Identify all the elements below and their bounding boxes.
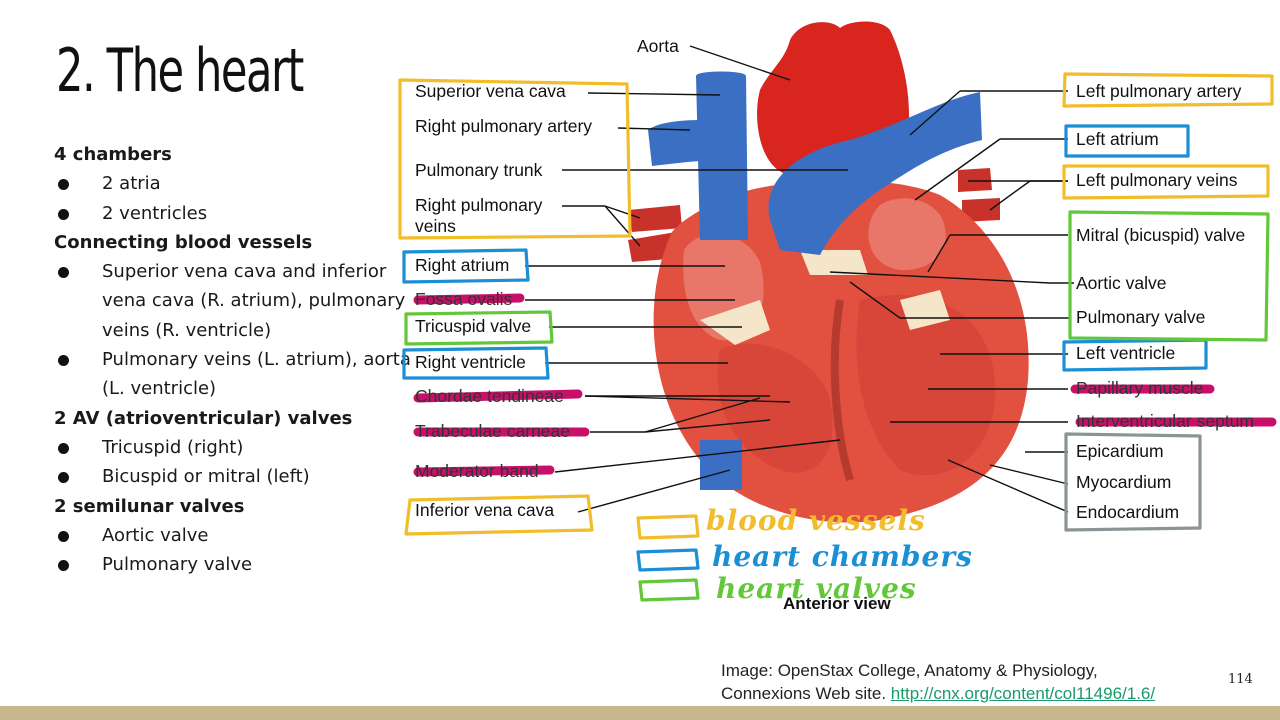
label-left-pulmonary-artery: Left pulmonary artery bbox=[1076, 81, 1242, 101]
label-chordae-tendineae: Chordae tendineae bbox=[415, 386, 564, 406]
strike-moderator bbox=[413, 465, 555, 477]
leader-lines bbox=[525, 45, 1074, 513]
notes-bullet: Superior vena cava and inferior vena cav… bbox=[54, 257, 414, 345]
label-tricuspid-valve: Tricuspid valve bbox=[415, 316, 532, 336]
heart-illustration bbox=[628, 21, 1029, 523]
notes-bullet: Tricuspid (right) bbox=[54, 433, 414, 462]
label-pulmonary-trunk: Pulmonary trunk bbox=[415, 160, 543, 180]
highlight-chamber-la bbox=[1064, 124, 1190, 158]
notes-bullet: Bicuspid or mitral (left) bbox=[54, 462, 414, 491]
credit-link[interactable]: http://cnx.org/content/col11496/1.6/ bbox=[890, 684, 1156, 703]
label-trabeculae-carneae: Trabeculae carneae bbox=[415, 421, 571, 441]
label-moderator-band: Moderator band bbox=[415, 461, 539, 481]
slide-title: 2. The heart bbox=[56, 36, 304, 106]
footer-bar bbox=[0, 706, 1280, 720]
credit-line-2: Connexions Web site. bbox=[721, 684, 887, 703]
label-mitral-valve: Mitral (bicuspid) valve bbox=[1076, 225, 1246, 245]
highlight-vessels-lpa bbox=[1062, 72, 1274, 108]
label-fossa-ovalis: Fossa ovalis bbox=[415, 289, 513, 309]
highlight-vessels-left bbox=[398, 78, 632, 240]
notes-heading: 2 AV (atrioventricular) valves bbox=[54, 407, 353, 429]
view-caption: Anterior view bbox=[783, 594, 891, 613]
label-endocardium: Endocardium bbox=[1076, 502, 1180, 522]
notes-heading: 4 chambers bbox=[54, 144, 172, 165]
label-right-pulmonary-artery: Right pulmonary artery bbox=[415, 116, 593, 136]
credit-line-1: Image: OpenStax College, Anatomy & Physi… bbox=[721, 661, 1098, 680]
highlight-vessels-lpv bbox=[1062, 164, 1270, 200]
label-superior-vena-cava: Superior vena cava bbox=[415, 81, 566, 101]
notes-bullet: 2 atria bbox=[54, 169, 414, 198]
legend-swatch-vessels bbox=[636, 514, 700, 540]
notes-bullet: 2 ventricles bbox=[54, 199, 414, 228]
notes-bullet: Aortic valve bbox=[54, 521, 414, 550]
strike-chordae bbox=[413, 389, 583, 403]
label-aorta: Aorta bbox=[637, 36, 679, 56]
legend-text-blood-vessels: blood vessels bbox=[706, 504, 926, 537]
label-pulmonary-valve: Pulmonary valve bbox=[1076, 307, 1206, 327]
label-papillary-muscle: Papillary muscle bbox=[1076, 378, 1204, 398]
label-right-atrium: Right atrium bbox=[415, 255, 510, 275]
highlight-valve-right bbox=[1068, 210, 1270, 342]
notes-heading: Connecting blood vessels bbox=[54, 231, 313, 253]
legend-text-heart-chambers: heart chambers bbox=[712, 540, 973, 573]
highlight-valve-tricuspid bbox=[404, 310, 554, 346]
image-credit: Image: OpenStax College, Anatomy & Physi… bbox=[721, 659, 1155, 705]
strike-fossa-ovalis bbox=[413, 293, 525, 305]
label-inferior-vena-cava: Inferior vena cava bbox=[415, 500, 555, 520]
label-myocardium: Myocardium bbox=[1076, 472, 1172, 492]
label-left-pulmonary-veins: Left pulmonary veins bbox=[1076, 170, 1238, 190]
highlight-chamber-ra bbox=[402, 248, 530, 284]
highlight-vessels-ivc bbox=[404, 494, 594, 536]
highlight-chamber-lv bbox=[1062, 338, 1208, 372]
notes-bullet: Pulmonary veins (L. atrium), aorta (L. v… bbox=[54, 345, 414, 404]
label-right-pulmonary-veins: Right pulmonary veins bbox=[415, 195, 543, 236]
highlight-chamber-rv bbox=[402, 346, 550, 380]
label-right-ventricle: Right ventricle bbox=[415, 352, 526, 372]
label-epicardium: Epicardium bbox=[1076, 441, 1164, 461]
highlight-layers bbox=[1064, 432, 1202, 532]
label-aortic-valve: Aortic valve bbox=[1076, 273, 1167, 293]
label-interventricular-septum: Interventricular septum bbox=[1076, 411, 1254, 431]
page-number: 114 bbox=[1228, 672, 1253, 687]
label-left-atrium: Left atrium bbox=[1076, 129, 1159, 149]
notes-heading: 2 semilunar valves bbox=[54, 495, 245, 517]
legend-swatch-valves bbox=[638, 578, 700, 602]
legend-swatch-chambers bbox=[636, 548, 700, 572]
label-left-ventricle: Left ventricle bbox=[1076, 343, 1176, 363]
notes-bullet: Pulmonary valve bbox=[54, 550, 414, 579]
legend-text-heart-valves: heart valves bbox=[716, 572, 917, 605]
